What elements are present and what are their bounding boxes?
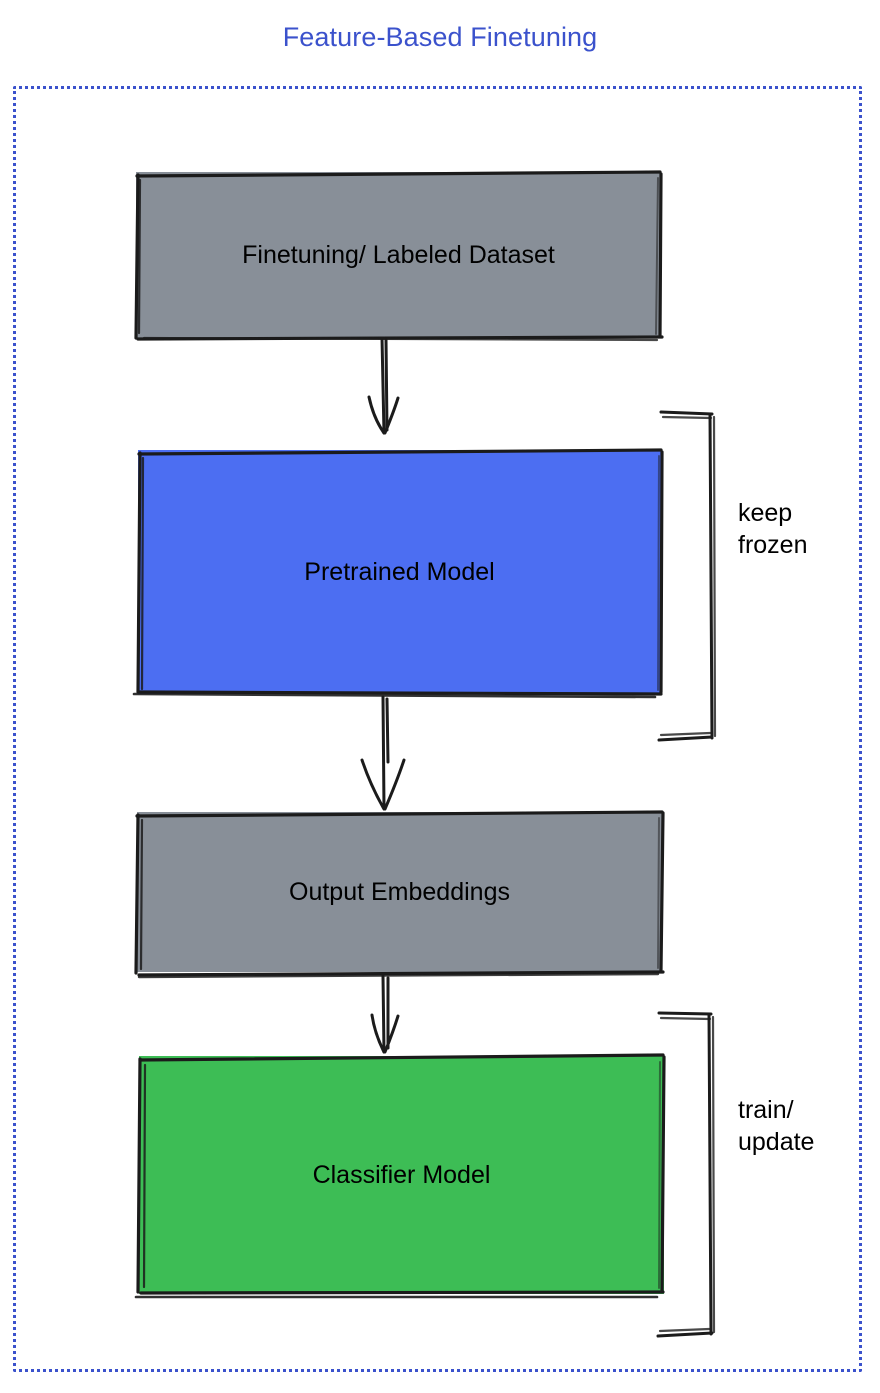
node-pretrained-model[interactable]: Pretrained Model [138,450,661,694]
dashed-container [13,86,862,1372]
node-label: Classifier Model [312,1161,491,1189]
annotation-train-update: train/ update [738,1096,815,1156]
node-label: Finetuning/ Labeled Dataset [242,241,555,269]
node-label: Pretrained Model [304,558,495,586]
node-label: Output Embeddings [289,878,510,906]
node-classifier-model[interactable]: Classifier Model [139,1056,664,1294]
annotation-keep-frozen: keep frozen [738,499,808,559]
node-finetuning-labeled-dataset[interactable]: Finetuning/ Labeled Dataset [136,172,661,338]
node-output-embeddings[interactable]: Output Embeddings [137,812,662,972]
page-title: Feature-Based Finetuning [282,22,598,52]
